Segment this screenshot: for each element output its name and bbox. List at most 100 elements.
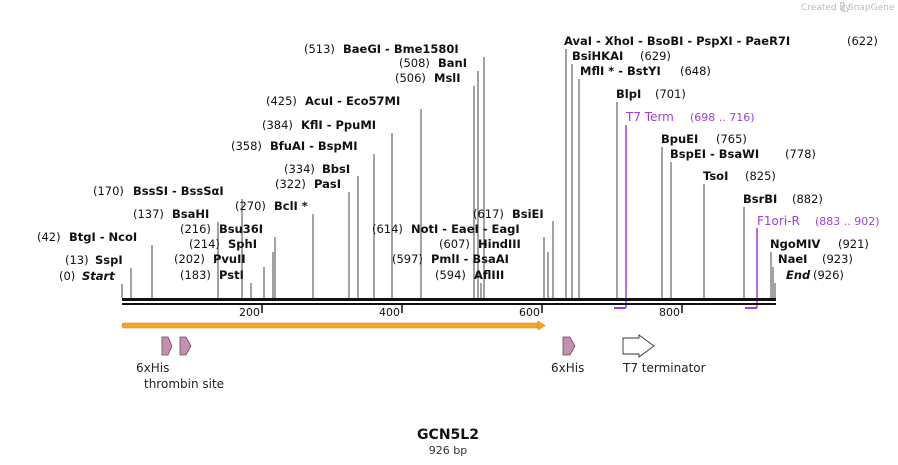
primer-f1ori-r-range: (883 .. 902) <box>815 215 880 228</box>
site-name-naei: NaeI <box>778 252 807 266</box>
site-pos-bcli: (270) <box>235 199 266 213</box>
orf-arrow[interactable] <box>121 320 546 331</box>
map-length: 926 bp <box>429 444 467 457</box>
site-name-bsahi: BsaHI <box>172 207 209 221</box>
feature-6xhis-1[interactable] <box>161 336 173 356</box>
ruler: 200 400 600 800 <box>239 305 683 319</box>
site-name-bsiei: BsiEI <box>512 207 544 221</box>
site-pos-bsiei: (617) <box>473 207 504 221</box>
site-pos-start: (0) <box>59 269 75 283</box>
site-name-msli: MslI <box>434 71 461 85</box>
site-pos-blpi: (701) <box>655 87 686 101</box>
site-pos-bsihkai: (629) <box>640 49 671 63</box>
site-pos-naei: (923) <box>822 252 853 266</box>
site-name-start: Start <box>82 269 115 283</box>
site-name-tsoi: TsoI <box>703 169 728 183</box>
site-pos-tsoi: (825) <box>745 169 776 183</box>
site-name-afliii: AflIII <box>474 268 504 282</box>
primer-t7-term-range: (698 .. 716) <box>690 111 755 124</box>
site-pos-bfuai: (358) <box>231 139 262 153</box>
feature-thrombin-site-arrow <box>179 336 192 356</box>
site-name-pmli: PmlI - BsaAI <box>431 252 509 266</box>
site-name-bsihkai: BsiHKAI <box>572 49 623 63</box>
primer-f1ori-r-label: F1ori-R <box>757 214 800 228</box>
site-pos-noti: (614) <box>372 222 403 236</box>
site-name-baegi: BaeGI - Bme1580I <box>343 42 459 56</box>
feature-thrombin-site[interactable] <box>179 336 192 356</box>
primer-t7-term[interactable]: T7 Term (698 .. 716) <box>614 110 755 309</box>
site-pos-avai: (622) <box>847 34 878 48</box>
site-name-pasi: PasI <box>314 177 341 191</box>
site-pos-btgi: (42) <box>37 230 61 244</box>
site-name-mfli: MflI * - BstYI <box>580 64 661 78</box>
primer-t7-term-label: T7 Term <box>625 110 674 124</box>
site-pos-psti: (183) <box>180 268 211 282</box>
map-title: GCN5L2 <box>417 427 479 443</box>
feature-label-6xhis-2: 6xHis <box>551 361 584 375</box>
site-pos-mfli: (648) <box>680 64 711 78</box>
site-pos-bspei: (778) <box>785 147 816 161</box>
site-pos-bpuei: (765) <box>716 132 747 146</box>
site-name-bsssi: BssSI - BssSαI <box>133 184 224 198</box>
site-name-pvuii: PvuII <box>213 252 246 266</box>
site-pos-pasi: (322) <box>275 177 306 191</box>
site-pos-end: (926) <box>813 268 844 282</box>
site-pos-pvuii: (202) <box>174 252 205 266</box>
site-pos-baegi: (513) <box>304 42 335 56</box>
site-name-bsu36i: Bsu36I <box>219 222 263 236</box>
site-name-sphi: SphI <box>228 237 257 251</box>
site-pos-bbsi: (334) <box>284 162 315 176</box>
feature-6xhis-2[interactable] <box>562 336 576 356</box>
site-name-bsrbi: BsrBI <box>743 192 777 206</box>
site-name-bfuai: BfuAI - BspMI <box>270 139 357 153</box>
credit-brand: SnapGene <box>848 3 895 13</box>
feature-t7-terminator-arrow <box>622 334 655 358</box>
ruler-label-600: 600 <box>519 306 540 319</box>
site-name-btgi: BtgI - NcoI <box>69 230 137 244</box>
site-leader-lines <box>121 49 776 298</box>
site-pos-msli: (506) <box>395 71 426 85</box>
site-pos-hindiii: (607) <box>439 237 470 251</box>
site-pos-bsssi: (170) <box>93 184 124 198</box>
feature-t7-terminator[interactable] <box>622 334 655 358</box>
credit-prefix: Created by <box>801 3 851 13</box>
feature-label-t7-terminator: T7 terminator <box>622 361 706 375</box>
feature-6xhis-2-arrow <box>562 336 576 356</box>
site-name-psti: PstI <box>219 268 244 282</box>
site-name-bbsi: BbsI <box>322 162 350 176</box>
site-name-bcli: BclI * <box>274 199 308 213</box>
site-name-avai: AvaI - XhoI - BsoBI - PspXI - PaeR7I <box>564 34 790 48</box>
primer-f1ori-r[interactable]: F1ori-R (883 .. 902) <box>745 214 880 309</box>
backbone-bottom-strand <box>122 303 776 305</box>
site-name-bspei: BspEI - BsaWI <box>670 147 759 161</box>
site-pos-acui: (425) <box>266 94 297 108</box>
site-pos-bsu36i: (216) <box>180 222 211 236</box>
site-name-noti: NotI - EaeI - EagI <box>411 222 520 236</box>
feature-label-6xhis-1: 6xHis <box>136 361 169 375</box>
site-pos-bsahi: (137) <box>133 207 164 221</box>
site-pos-ngomiv: (921) <box>838 237 869 251</box>
ruler-label-400: 400 <box>379 306 400 319</box>
site-name-sspi: SspI <box>95 253 123 267</box>
feature-label-thrombin-site: thrombin site <box>144 377 224 391</box>
site-pos-bsrbi: (882) <box>792 192 823 206</box>
site-labels: (0) Start (13) SspI (42) BtgI - NcoI (13… <box>37 34 878 283</box>
sequence-backbone <box>122 298 776 305</box>
site-name-acui: AcuI - Eco57MI <box>305 94 400 108</box>
site-pos-afliii: (594) <box>435 268 466 282</box>
snapgene-logo-icon <box>839 2 847 12</box>
site-pos-pmli: (597) <box>392 252 423 266</box>
site-name-blpi: BlpI <box>616 87 641 101</box>
site-name-end: End <box>786 268 811 282</box>
feature-6xhis-1-arrow <box>161 336 173 356</box>
ruler-label-200: 200 <box>239 306 260 319</box>
site-name-hindiii: HindIII <box>478 237 521 251</box>
backbone-top-strand <box>122 298 776 301</box>
site-pos-sspi: (13) <box>65 253 89 267</box>
site-name-bpuei: BpuEI <box>661 132 698 146</box>
site-name-kfli: KflI - PpuMI <box>301 118 376 132</box>
site-pos-sphi: (214) <box>189 237 220 251</box>
site-pos-kfli: (384) <box>262 118 293 132</box>
site-name-bani: BanI <box>438 56 467 70</box>
